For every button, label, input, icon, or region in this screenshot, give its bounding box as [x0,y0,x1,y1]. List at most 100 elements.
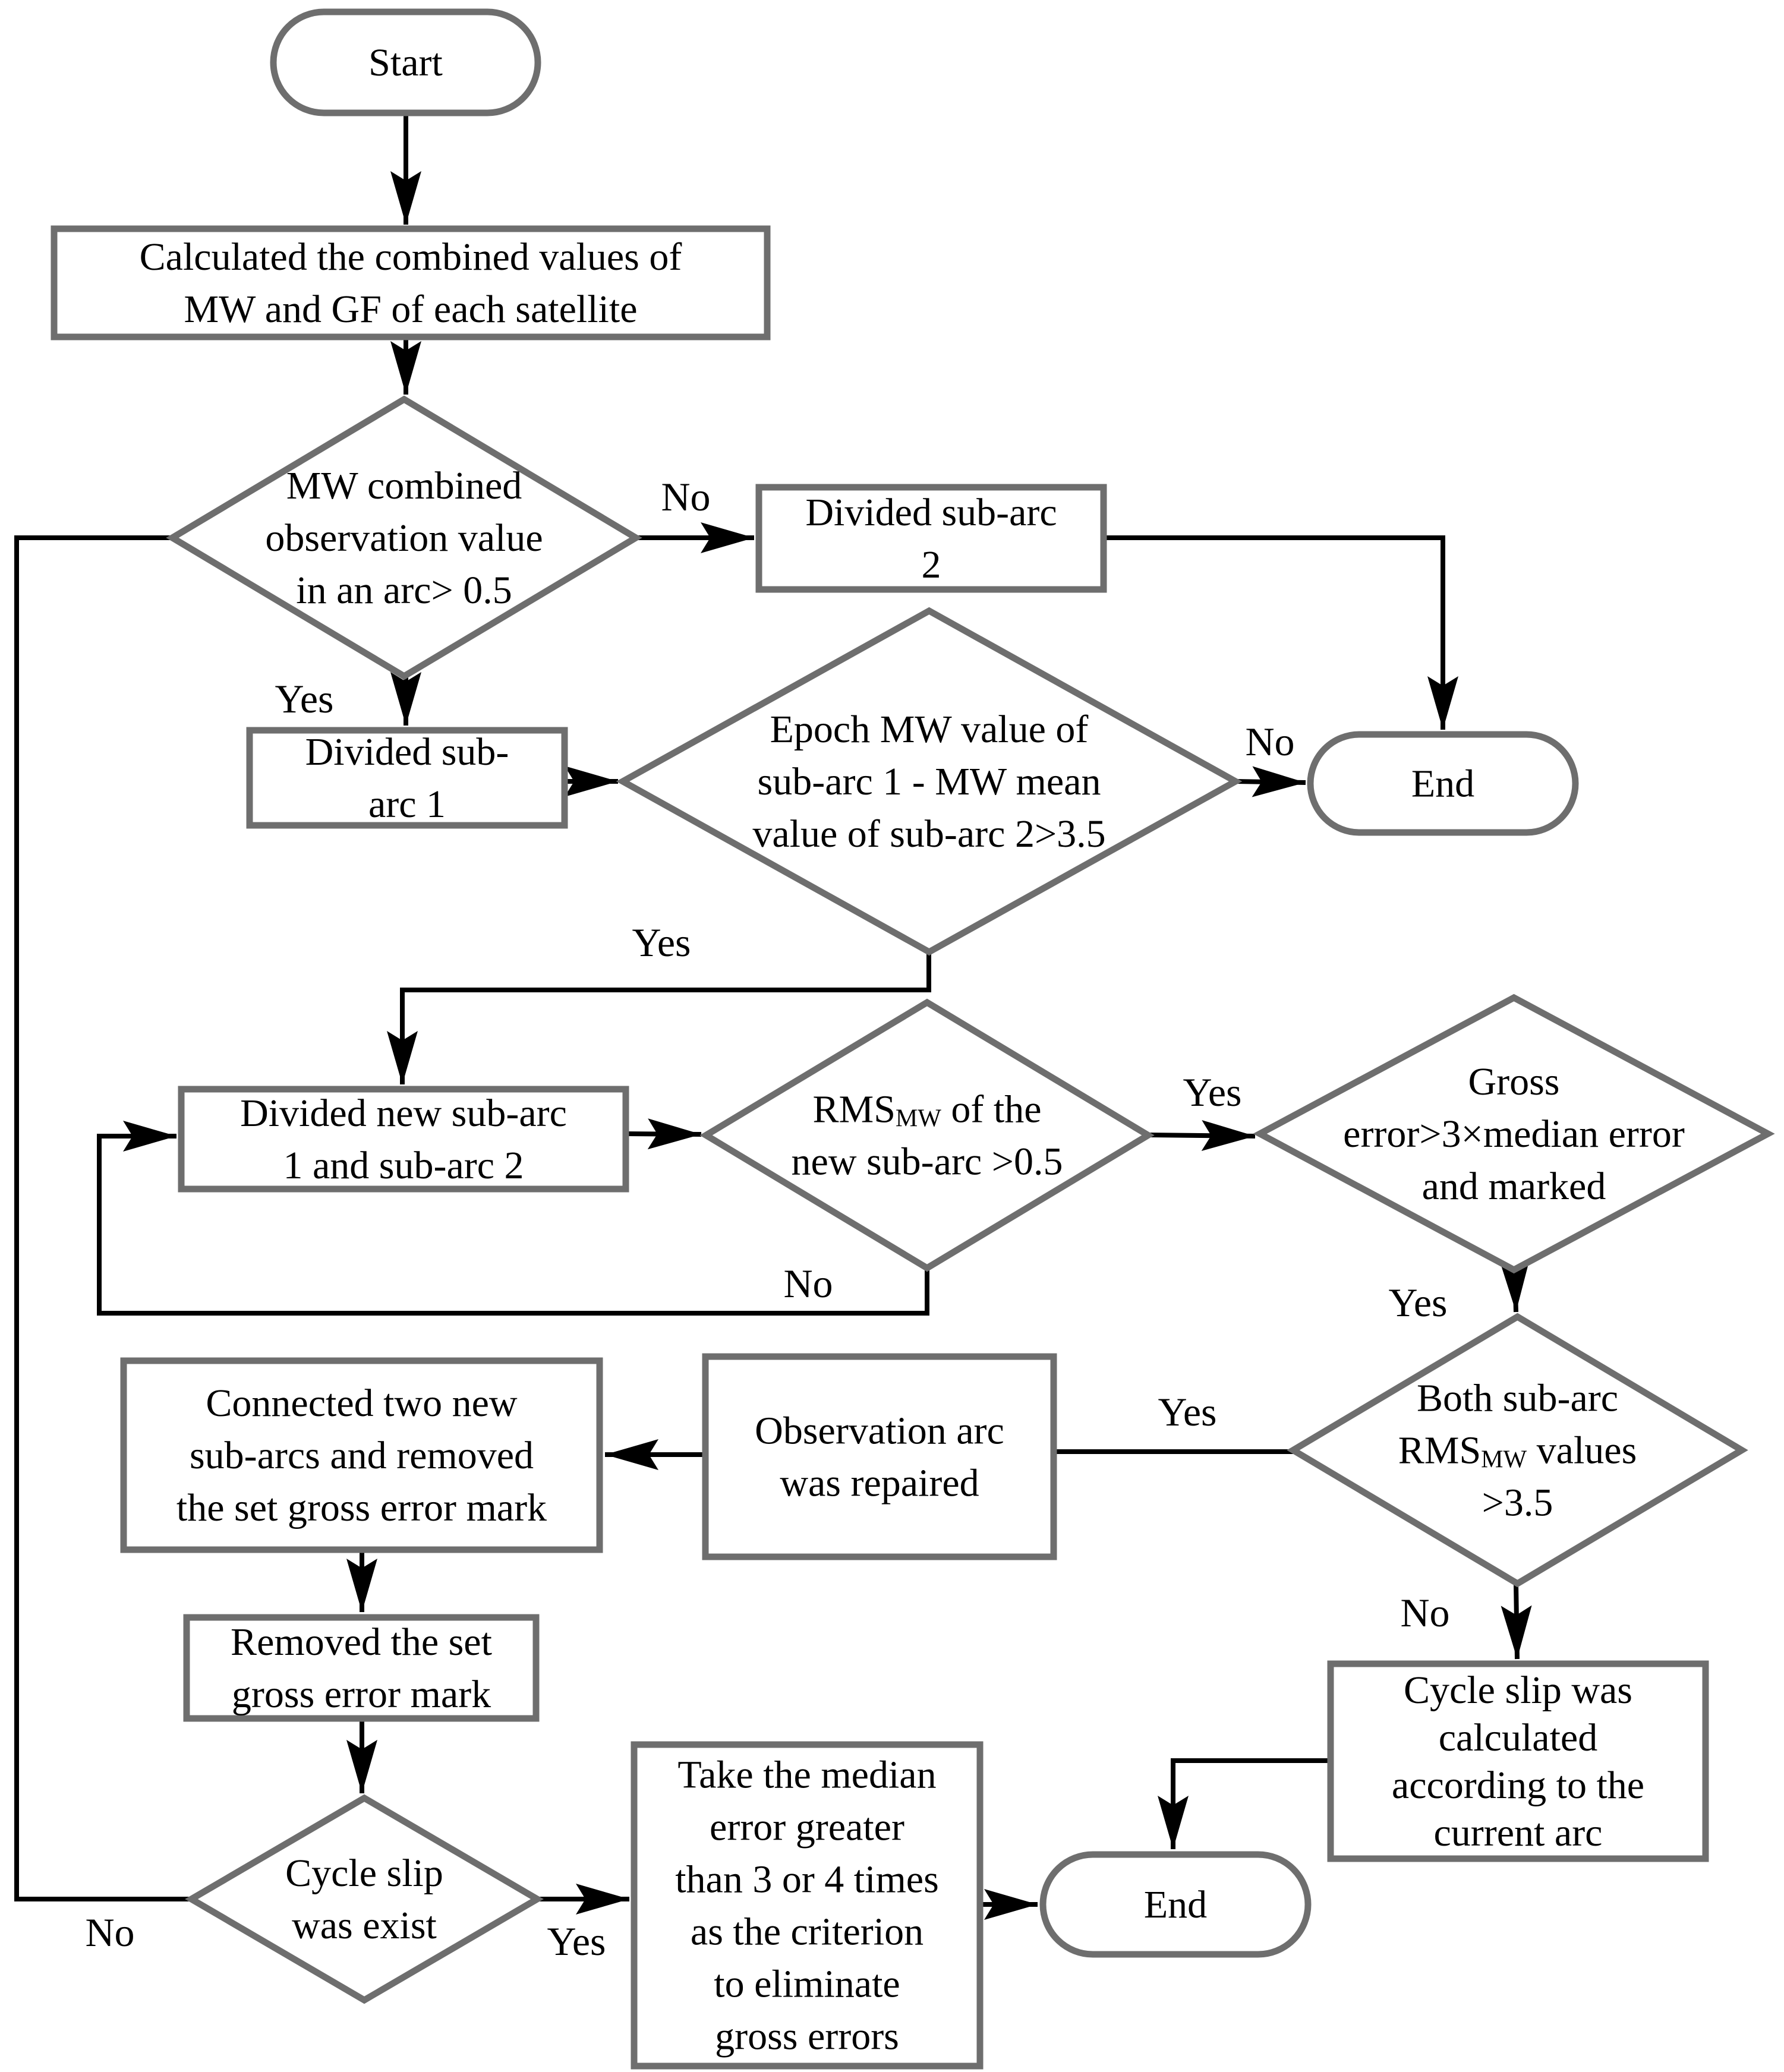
process-shape [702,1353,1057,1560]
node-label: Divided sub-arc 1 [305,730,509,826]
node-line: sub-arc 1 - MW mean [758,760,1101,803]
edge-label-no-cycle-slip: No [85,1910,134,1955]
node-label: RMSMW of the new sub-arc >0.5 [792,1087,1063,1183]
node-line: current arc [1434,1811,1603,1855]
node-observation-arc-repaired: Observation arc was repaired [702,1353,1057,1560]
node-line: than 3 or 4 times [675,1857,939,1901]
node-calc-combined-values: Calculated the combined values of MW and … [51,225,771,340]
edge-label-no-epoch-decision: No [1245,719,1294,764]
decision-shape [616,607,1243,956]
edge-cycle-slip-no-loop [14,535,191,1901]
process-shape [755,484,1107,593]
node-line: error>3×median error [1343,1112,1685,1156]
subscript-text: MW [896,1105,941,1133]
node-line: new sub-arc >0.5 [792,1140,1063,1183]
node-label: Calculated the combined values of MW and … [140,235,682,331]
edge-label-no-rms-decision: No [783,1261,833,1306]
edge-rms-decision-yes-to-gross-error [1148,1120,1256,1151]
edge-epoch-decision-yes-to-new-subarcs [387,952,931,1084]
node-line: 2 [922,543,941,586]
node-line: End [1144,1883,1207,1926]
node-label: Observation arc was repaired [755,1409,1004,1505]
node-gross-error-gt-3x-median: Gross error>3×median error and marked [1253,994,1775,1274]
node-line: End [1411,762,1474,805]
connector-layer [14,113,1532,1920]
process-shape [183,1614,540,1722]
edge-label-yes-both-rms: Yes [1158,1389,1217,1434]
node-line: the set gross error mark [176,1486,547,1529]
edge-label-yes-gross-error: Yes [1389,1280,1448,1325]
node-end-2: End [1039,1851,1312,1958]
node-label: Divided sub-arc 2 [805,491,1057,586]
edge-calculated-to-end2 [1158,1758,1331,1849]
plain-text: of the [941,1087,1042,1131]
edge-gross-error-yes-to-both-rms [1499,1258,1530,1313]
node-label: Gross error>3×median error and marked [1343,1060,1685,1208]
node-line: Cycle slip was [1404,1669,1632,1712]
process-shape [246,727,568,829]
node-label: End [1411,762,1474,805]
node-line: >3.5 [1482,1481,1553,1524]
node-divided-sub-arc-1: Divided sub-arc 1 [246,727,568,829]
node-line: Take the median [677,1753,936,1796]
node-line: arc 1 [368,783,446,826]
node-line: MW combined [286,464,522,507]
decision-shape [185,1794,544,2004]
process-shape [51,225,771,340]
node-line: was repaired [780,1461,979,1505]
node-line: Observation arc [755,1409,1004,1452]
node-line: sub-arcs and removed [190,1434,534,1477]
node-line: and marked [1422,1165,1606,1208]
node-line: in an arc> 0.5 [296,569,512,612]
plain-text: RMS [812,1087,895,1131]
node-line: 1 and sub-arc 2 [283,1144,524,1187]
node-line: RMSMW values [1398,1428,1637,1474]
node-line: according to the [1392,1764,1644,1807]
node-line: Divided sub-arc [805,491,1057,534]
node-label: Start [368,41,443,84]
node-line: Removed the set [231,1620,492,1664]
node-line: Gross [1468,1060,1559,1103]
node-line: calculated [1439,1716,1597,1759]
node-line: value of sub-arc 2>3.5 [752,812,1105,856]
node-line: MW and GF of each satellite [184,288,637,331]
node-label: End [1144,1883,1207,1926]
node-line: Calculated the combined values of [140,235,682,279]
terminator-shape [270,8,541,116]
edge-label-no-both-rms: No [1400,1590,1449,1635]
terminator-shape [1307,731,1579,836]
edge-label-yes-rms-decision: Yes [1183,1070,1242,1115]
terminator-shape [1039,1851,1312,1958]
node-line: to eliminate [714,1962,900,2005]
edge-rms-decision-no-loop [97,1121,929,1316]
node-start: Start [270,8,541,116]
node-rms-new-sub-arc-gt-05: RMSMW of the new sub-arc >0.5 [699,998,1155,1272]
decision-shape [1287,1313,1748,1588]
plain-text: RMS [1398,1428,1481,1472]
decision-shape [166,395,642,680]
node-divided-sub-arc-2: Divided sub-arc 2 [755,484,1107,593]
edge-label-yes-cycle-slip: Yes [547,1919,606,1964]
node-line: Divided new sub-arc [240,1092,567,1135]
node-line: Cycle slip [285,1852,443,1895]
node-line: as the criterion [691,1910,923,1953]
process-shape [120,1357,603,1553]
node-line: Both sub-arc [1417,1376,1618,1420]
